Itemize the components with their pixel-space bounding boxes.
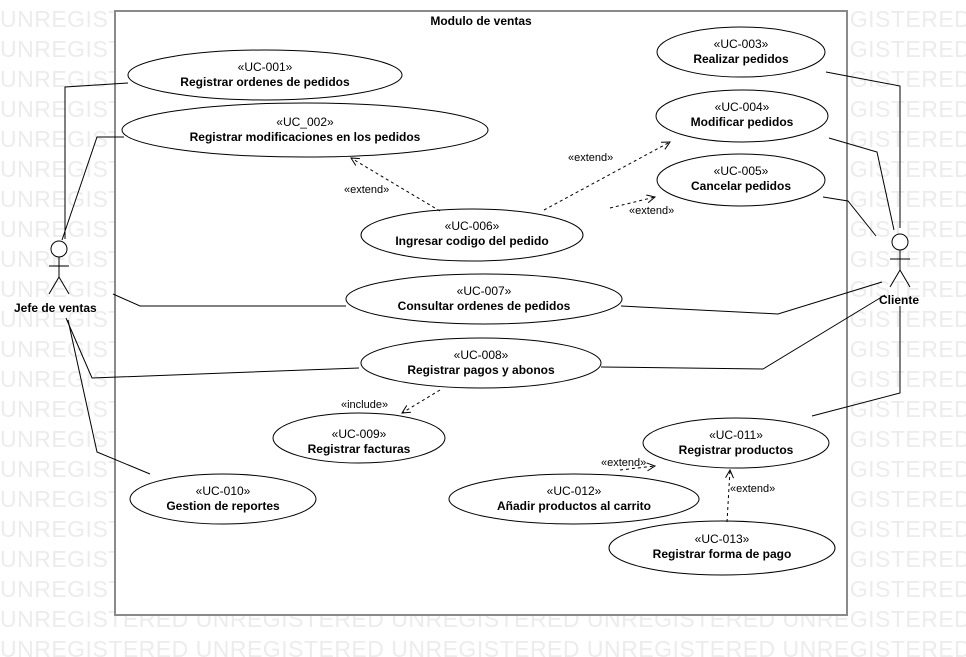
uc-002-name: Registrar modificaciones en los pedidos	[189, 130, 421, 144]
assoc-cliente-uc011	[811, 306, 901, 417]
extend-006-005-label: «extend»	[629, 205, 675, 217]
uc-004-name: Modificar pedidos	[690, 115, 794, 129]
assoc-jefe-uc008	[65, 317, 360, 379]
uc-012-stereotype: «UC-012»	[546, 484, 602, 498]
uc-007-name: Consultar ordenes de pedidos	[397, 299, 571, 313]
assoc-cliente-uc007	[620, 281, 883, 315]
uc-008-ellipse	[360, 337, 602, 389]
uc-009-name: Registrar facturas	[307, 442, 411, 456]
extend-006-004-label: «extend»	[568, 152, 614, 164]
uc-010[interactable]: «UC-010» Gestion de reportes	[166, 484, 279, 514]
system-title: Modulo de ventas	[430, 14, 532, 28]
uc-001-ellipse	[127, 49, 403, 101]
uc-001-name: Registrar ordenes de pedidos	[180, 75, 350, 89]
extend-013-011-line	[727, 470, 730, 523]
uc-011-stereotype: «UC-011»	[709, 428, 763, 442]
extend-012-011-label: «extend»	[601, 457, 647, 469]
uc-006-stereotype: «UC-006»	[444, 219, 500, 233]
uc-003-ellipse	[656, 26, 826, 78]
associations-cliente	[600, 71, 901, 417]
uc-007-stereotype: «UC-007»	[456, 284, 512, 298]
uc-010-name: Gestion de reportes	[166, 499, 280, 513]
uc-003-stereotype: «UC-003»	[713, 37, 769, 51]
uc-013-ellipse	[608, 520, 836, 576]
extend-006-002-line	[351, 158, 441, 212]
uc-011[interactable]: «UC-011» Registrar productos	[679, 428, 794, 458]
uc-003-name: Realizar pedidos	[693, 52, 789, 66]
uc-011-ellipse	[642, 417, 830, 469]
uc-006[interactable]: «UC-006» Ingresar codigo del pedido	[395, 219, 548, 249]
uc-004-ellipse	[655, 89, 829, 143]
uc-013[interactable]: «UC-013» Registrar forma de pago	[653, 532, 792, 562]
uc-008-stereotype: «UC-008»	[453, 348, 509, 362]
uc-009[interactable]: «UC-009» Registrar facturas	[308, 427, 411, 457]
assoc-cliente-uc005	[822, 196, 877, 237]
uc-002[interactable]: «UC_002» Registrar modificaciones en los…	[190, 115, 421, 145]
watermark-line: UNREGISTERED UNREGISTERED UNREGISTERED U…	[0, 636, 966, 657]
uc-010-ellipse	[129, 473, 317, 525]
assoc-jefe-uc001	[64, 82, 129, 239]
uc-005-stereotype: «UC-005»	[713, 164, 769, 178]
assoc-cliente-uc004	[828, 137, 895, 231]
assoc-jefe-uc010	[67, 319, 151, 475]
uc-008[interactable]: «UC-008» Registrar pagos y abonos	[407, 348, 554, 378]
uc-007[interactable]: «UC-007» Consultar ordenes de pedidos	[398, 284, 571, 314]
uc-001-stereotype: «UC-001»	[237, 60, 293, 74]
assoc-cliente-uc008	[600, 294, 886, 370]
uc-004[interactable]: «UC-004» Modificar pedidos	[691, 100, 794, 130]
uc-009-stereotype: «UC-009»	[331, 427, 387, 441]
uc-004-stereotype: «UC-004»	[714, 100, 770, 114]
uc-005-ellipse	[656, 153, 826, 207]
uc-002-stereotype: «UC_002»	[276, 115, 334, 129]
uc-002-ellipse	[121, 102, 489, 158]
uc-011-name: Registrar productos	[678, 443, 794, 457]
uc-005-name: Cancelar pedidos	[690, 179, 792, 193]
uc-012-name: Añadir productos al carrito	[496, 499, 652, 513]
uc-006-name: Ingresar codigo del pedido	[395, 234, 549, 248]
uc-008-name: Registrar pagos y abonos	[407, 363, 555, 377]
uc-010-stereotype: «UC-010»	[195, 484, 251, 498]
extend-006-005-line	[609, 197, 655, 209]
uc-007-ellipse	[345, 273, 623, 325]
uc-013-name: Registrar forma de pago	[652, 547, 792, 561]
actor-cliente-label: Cliente	[879, 293, 920, 307]
associations-jefe	[61, 82, 360, 475]
uc-013-stereotype: «UC-013»	[694, 532, 750, 546]
actor-jefe-de-ventas-icon[interactable]	[48, 240, 70, 295]
uc-012[interactable]: «UC-012» Añadir productos al carrito	[497, 484, 651, 514]
uc-005[interactable]: «UC-005» Cancelar pedidos	[691, 164, 791, 194]
actor-cliente-icon[interactable]	[889, 233, 911, 288]
uc-001[interactable]: «UC-001» Registrar ordenes de pedidos	[180, 60, 349, 90]
uc-009-ellipse	[272, 412, 446, 464]
uc-003[interactable]: «UC-003» Realizar pedidos	[693, 37, 788, 67]
extend-006-002-label: «extend»	[344, 184, 390, 196]
assoc-jefe-uc002	[61, 136, 124, 241]
actor-jefe-label: Jefe de ventas	[14, 301, 97, 315]
uc-012-ellipse	[448, 473, 700, 525]
extend-013-011-label: «extend»	[730, 483, 776, 495]
include-008-009-label: «include»	[341, 399, 389, 411]
assoc-cliente-uc003	[825, 71, 901, 228]
include-008-009-line	[402, 389, 441, 413]
uc-006-ellipse	[360, 208, 584, 262]
assoc-jefe-uc007	[112, 293, 346, 307]
